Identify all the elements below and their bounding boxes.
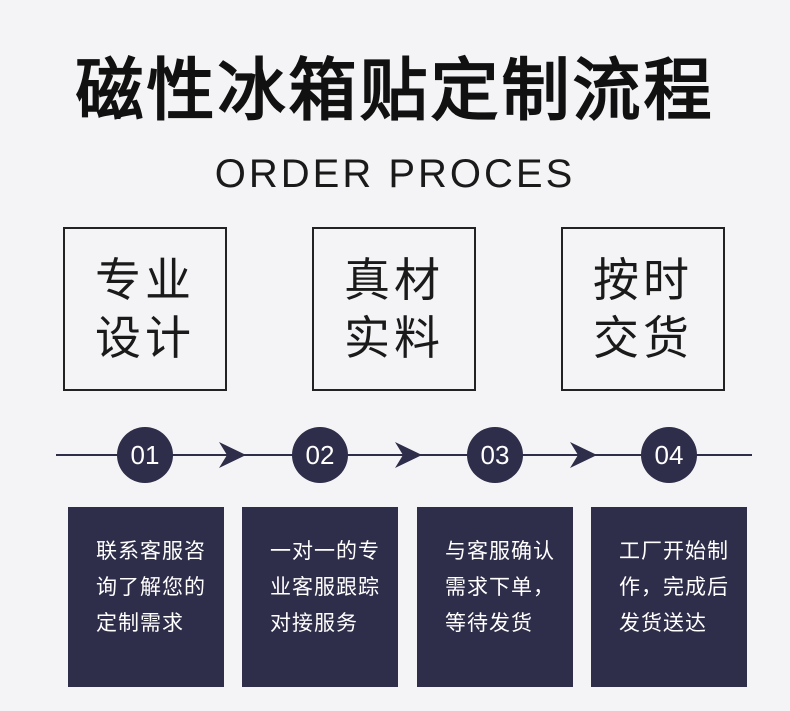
step-description-line: 与客服确认 — [445, 539, 555, 563]
step-description-line: 作，完成后 — [619, 575, 729, 599]
feature-label-line1: 专业 — [95, 253, 195, 307]
arrow-right-icon — [395, 442, 422, 468]
page-subtitle: ORDER PROCES — [214, 152, 576, 196]
page-title: 磁性冰箱贴定制流程 — [75, 52, 715, 131]
step-number-badge: 02 — [292, 427, 348, 483]
step-card-order: 与客服确认 需求下单， 等待发货 — [417, 507, 573, 687]
step-description-line: 对接服务 — [270, 611, 358, 635]
feature-box-material: 真材 实料 — [312, 227, 476, 391]
feature-box-delivery: 按时 交货 — [561, 227, 725, 391]
feature-label-line1: 按时 — [593, 253, 693, 307]
step-description-line: 联系客服咨 — [96, 539, 206, 563]
arrow-right-icon — [219, 442, 246, 468]
step-number-badge: 01 — [117, 427, 173, 483]
feature-label-line2: 设计 — [95, 311, 195, 365]
step-description-line: 业客服跟踪 — [270, 575, 380, 599]
step-description-line: 等待发货 — [445, 611, 533, 635]
step-card-service: 一对一的专 业客服跟踪 对接服务 — [242, 507, 398, 687]
step-card-consult: 联系客服咨 询了解您的 定制需求 — [68, 507, 224, 687]
feature-label-line1: 真材 — [344, 253, 444, 307]
feature-label-line2: 交货 — [593, 311, 693, 365]
step-description-line: 发货送达 — [619, 611, 707, 635]
step-description-line: 工厂开始制 — [619, 539, 729, 563]
step-number-badge: 03 — [467, 427, 523, 483]
step-description-line: 一对一的专 — [270, 539, 380, 563]
arrow-right-icon — [570, 442, 597, 468]
step-description-line: 询了解您的 — [96, 575, 206, 599]
step-description-line: 定制需求 — [96, 611, 184, 635]
step-card-production: 工厂开始制 作，完成后 发货送达 — [591, 507, 747, 687]
feature-box-design: 专业 设计 — [63, 227, 227, 391]
feature-label-line2: 实料 — [344, 311, 444, 365]
step-number-badge: 04 — [641, 427, 697, 483]
step-description-line: 需求下单， — [445, 575, 555, 599]
